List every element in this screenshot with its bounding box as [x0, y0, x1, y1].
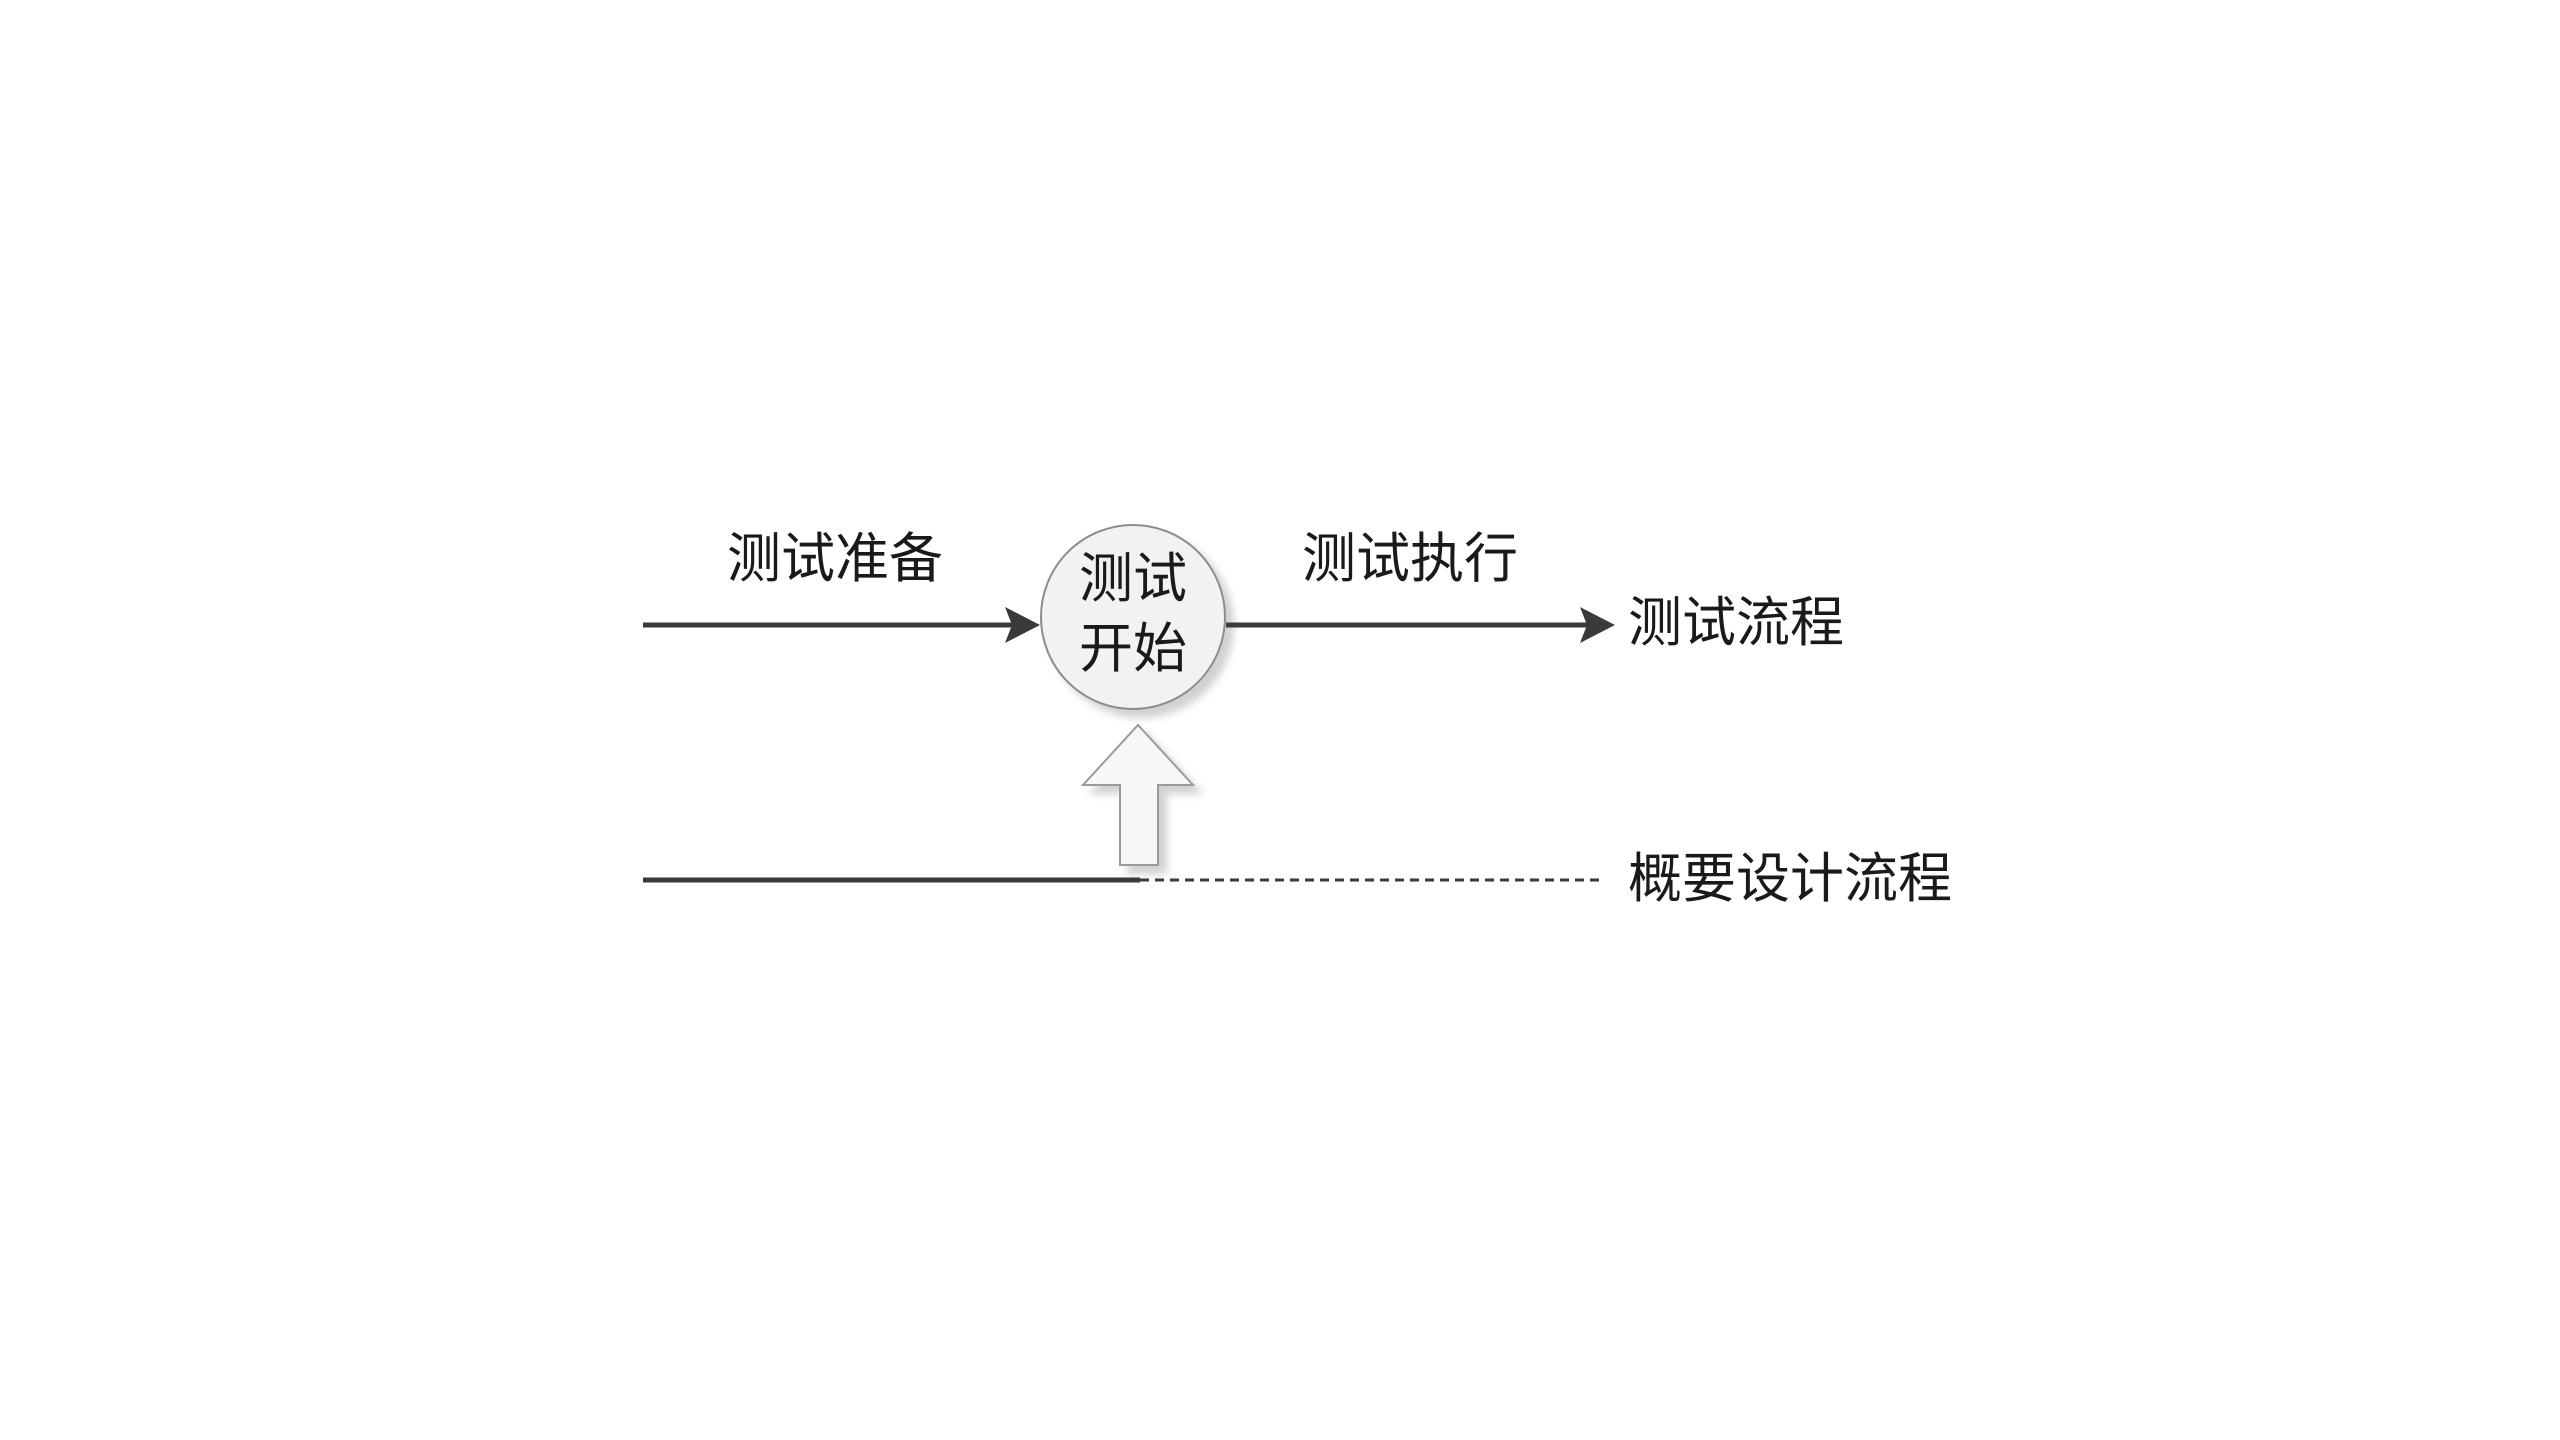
label-test-prep: 测试准备 [727, 527, 943, 590]
node-label-line2: 开始 [1079, 617, 1187, 681]
node-label-line1: 测试 [1079, 547, 1187, 610]
label-design-flow: 概要设计流程 [1628, 847, 1952, 910]
test-start-node [1040, 524, 1226, 710]
up-block-arrow [1080, 723, 1196, 866]
label-test-exec: 测试执行 [1302, 527, 1518, 590]
node-label: 测试 开始 [1043, 544, 1223, 684]
label-test-flow: 测试流程 [1628, 591, 1844, 654]
test-exec-arrowhead [1580, 607, 1615, 643]
test-prep-arrowhead [1005, 607, 1040, 643]
